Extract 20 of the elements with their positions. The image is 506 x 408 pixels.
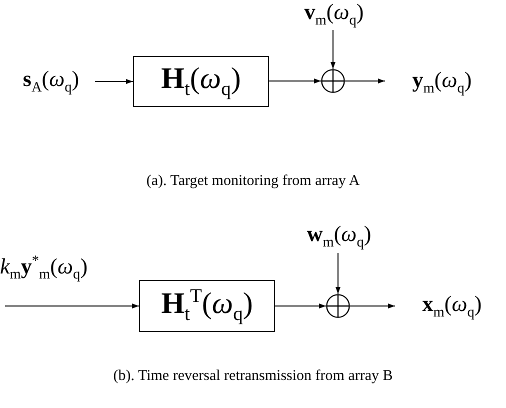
- signal-label: v$_{m}$(ω$_{q}$): [288, 0, 380, 28]
- signal-label: w$_{m}$(ω$_{q}$): [293, 221, 385, 251]
- arrow: [350, 304, 396, 308]
- arrow: [268, 78, 322, 84]
- summing-junction: [326, 294, 350, 318]
- signal-label: y$_{m}$(ω$_{q}$): [390, 64, 494, 100]
- arrow: [274, 304, 326, 308]
- signal-label: s$_{A}$(ω$_{q}$): [5, 64, 97, 98]
- arrow: [4, 304, 140, 308]
- arrow: [336, 252, 340, 294]
- summing-junction: [321, 69, 345, 93]
- transfer-function-box: H$_{t}$$^{T}$(ω$_{q}$): [139, 280, 275, 332]
- arrow: [94, 79, 134, 84]
- transfer-function-box: H$_{t}$(ω$_{q}$): [133, 56, 269, 107]
- arrow: [344, 78, 386, 84]
- edge-label: k$_{m}$y$^{*}$$_{m}$(ω$_{q}$): [0, 254, 88, 282]
- arrow: [330, 30, 336, 70]
- caption: (b). Time reversal retransmission from array B: [113, 368, 393, 385]
- signal-label: x$_{m}$(ω$_{q}$): [400, 288, 504, 324]
- caption: (a). Target monitoring from array A: [146, 173, 360, 190]
